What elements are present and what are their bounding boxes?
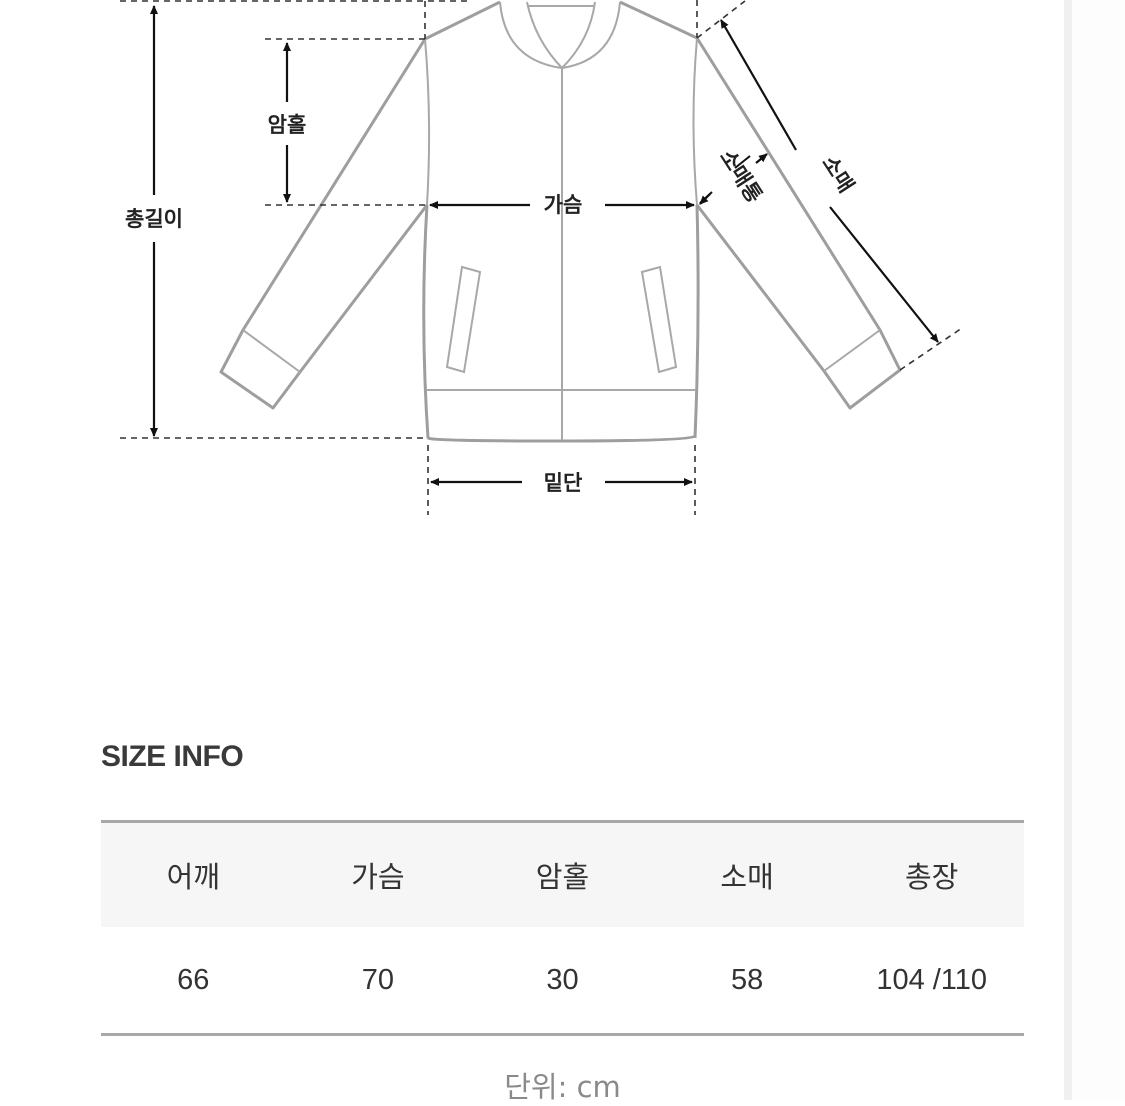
page-gutter xyxy=(1064,0,1125,1100)
unit-note: 단위: cm xyxy=(504,1070,621,1104)
label-hem: 밑단 xyxy=(544,471,583,495)
label-chest: 가슴 xyxy=(544,193,583,217)
header-shoulder: 어깨 xyxy=(101,821,286,927)
cell-armhole: 30 xyxy=(546,963,579,996)
header-chest: 가슴 xyxy=(285,821,471,927)
size-info-table: 어깨 가슴 암홀 소매 총장 66 70 30 58 104 /110 xyxy=(101,820,1024,1036)
header-total-length: 총장 xyxy=(839,821,1024,927)
label-total-length: 총길이 xyxy=(125,207,183,231)
label-sleeve-width: 소매통 xyxy=(715,145,767,207)
header-armhole: 암홀 xyxy=(470,821,655,927)
label-sleeve: 소매 xyxy=(817,151,858,196)
label-armhole: 암홀 xyxy=(268,113,307,137)
table-header-row: 어깨 가슴 암홀 소매 총장 xyxy=(101,821,1024,927)
table-row: 66 70 30 58 104 /110 xyxy=(101,927,1024,1035)
scrollbar-track[interactable] xyxy=(1064,0,1072,1100)
cell-total-length: 104 /110 xyxy=(876,963,988,996)
header-sleeve: 소매 xyxy=(654,821,840,927)
size-info-title: SIZE INFO xyxy=(101,740,244,773)
cell-chest: 70 xyxy=(361,963,395,996)
cell-sleeve: 58 xyxy=(730,963,764,996)
jacket-measurement-diagram: 총길이 암홀 가슴 밑단 소매 소매통 xyxy=(120,0,963,515)
jacket-outline xyxy=(219,0,902,443)
product-detail-page: 총길이 암홀 가슴 밑단 소매 소매통 SIZE INFO 어깨 가슴 암홀 소… xyxy=(101,0,1024,1104)
measurement-arrows xyxy=(150,5,939,486)
reference-dashes xyxy=(120,0,963,515)
cell-shoulder: 66 xyxy=(177,963,210,996)
